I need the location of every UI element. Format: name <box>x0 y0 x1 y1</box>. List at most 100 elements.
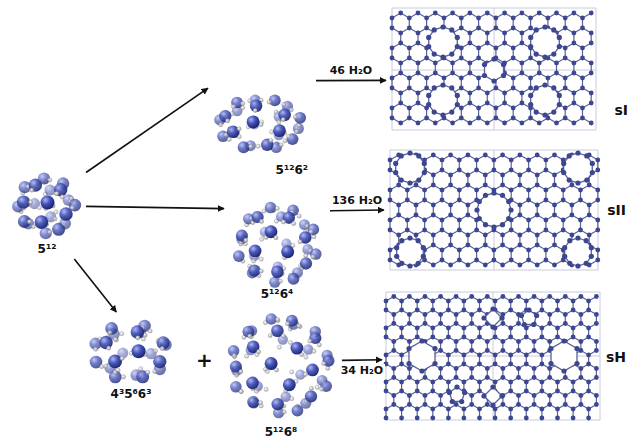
oxygen-dot <box>571 389 576 394</box>
hydrogen-sphere <box>153 369 157 373</box>
oxygen-dot <box>440 54 445 59</box>
oxygen-dot <box>419 338 424 343</box>
oxygen-dot <box>532 375 537 380</box>
oxygen-dot <box>590 161 595 166</box>
oxygen-dot <box>384 389 389 394</box>
oxygen-dot <box>528 56 533 61</box>
oxygen-dot <box>500 183 505 188</box>
oxygen-dot <box>407 180 412 185</box>
oxygen-dot <box>454 375 459 380</box>
oxygen-dot <box>423 294 428 299</box>
oxygen-dot <box>414 213 419 218</box>
oxygen-dot <box>555 389 560 394</box>
oxygen-dot <box>595 188 600 193</box>
oxygen-dot <box>537 71 542 76</box>
oxygen-dot <box>459 116 464 121</box>
oxygen-dot <box>548 346 553 351</box>
hydrogen-sphere <box>259 257 263 261</box>
oxygen-dot <box>535 203 540 208</box>
oxygen-sphere <box>108 355 122 369</box>
oxygen-dot <box>520 31 525 36</box>
oxygen-dot <box>499 315 504 320</box>
oxygen-dot <box>501 402 506 407</box>
oxygen-dot <box>563 402 568 407</box>
oxygen-dot <box>554 61 559 66</box>
oxygen-dot <box>414 233 419 238</box>
oxygen-dot <box>424 76 429 81</box>
oxygen-dot <box>492 258 497 263</box>
oxygen-dot <box>586 353 591 358</box>
oxygen-dot <box>415 389 420 394</box>
oxygen-dot <box>557 35 562 40</box>
oxygen-dot <box>492 158 497 163</box>
oxygen-dot <box>477 416 482 421</box>
oxygen-dot <box>586 407 591 412</box>
oxygen-dot <box>440 188 445 193</box>
hydrogen-sphere <box>274 236 278 240</box>
oxygen-dot <box>415 380 420 385</box>
oxygen-dot <box>430 389 435 394</box>
hydrogen-sphere <box>275 206 279 210</box>
oxygen-dot <box>391 294 396 299</box>
oxygen-dot <box>574 361 579 366</box>
oxygen-dot <box>506 199 511 204</box>
oxygen-dot <box>511 26 516 31</box>
oxygen-dot <box>532 402 537 407</box>
oxygen-dot <box>554 121 559 126</box>
oxygen-dot <box>500 193 505 198</box>
oxygen-dot <box>407 393 412 398</box>
oxygen-sphere <box>219 110 231 122</box>
oxygen-dot <box>440 168 445 173</box>
oxygen-dot <box>485 11 490 16</box>
oxygen-dot <box>580 106 585 111</box>
hydrogen-sphere <box>31 225 35 229</box>
oxygen-dot <box>575 180 580 185</box>
oxygen-dot <box>551 27 556 32</box>
oxygen-dot <box>468 101 473 106</box>
oxygen-dot <box>438 375 443 380</box>
oxygen-dot <box>430 335 435 340</box>
oxygen-dot <box>552 153 557 158</box>
oxygen-dot <box>406 361 411 366</box>
oxygen-dot <box>485 91 490 96</box>
oxygen-sphere <box>109 371 122 384</box>
hydrogen-sphere <box>292 222 296 226</box>
oxygen-dot <box>469 321 474 326</box>
oxygen-dot <box>509 188 514 193</box>
oxygen-dot <box>551 52 556 57</box>
oxygen-dot <box>415 416 420 421</box>
hydrogen-sphere <box>287 134 291 138</box>
oxygen-dot <box>468 91 473 96</box>
oxygen-dot <box>438 402 443 407</box>
oxygen-dot <box>579 321 584 326</box>
oxygen-dot <box>524 335 529 340</box>
oxygen-dot <box>390 16 395 21</box>
oxygen-dot <box>502 101 507 106</box>
oxygen-dot <box>526 188 531 193</box>
oxygen-dot <box>516 366 521 371</box>
oxygen-dot <box>477 407 482 412</box>
oxygen-dot <box>526 248 531 253</box>
oxygen-dot <box>493 362 498 367</box>
oxygen-dot <box>572 121 577 126</box>
oxygen-dot <box>516 402 521 407</box>
oxygen-dot <box>501 321 506 326</box>
oxygen-dot <box>423 321 428 326</box>
oxygen-dot <box>531 322 536 327</box>
oxygen-dot <box>520 11 525 16</box>
oxygen-dot <box>426 35 431 40</box>
oxygen-dot <box>390 56 395 61</box>
oxygen-dot <box>570 233 575 238</box>
oxygen-dot <box>518 233 523 238</box>
oxygen-dot <box>485 348 490 353</box>
oxygen-dot <box>455 35 460 40</box>
cage-and-lattice-drawings <box>12 8 600 420</box>
oxygen-dot <box>552 213 557 218</box>
oxygen-dot <box>555 335 560 340</box>
oxygen-dot <box>520 121 525 126</box>
oxygen-dot <box>526 307 531 312</box>
oxygen-dot <box>457 248 462 253</box>
oxygen-dot <box>483 222 488 227</box>
oxygen-dot <box>431 153 436 158</box>
oxygen-dot <box>490 402 495 407</box>
